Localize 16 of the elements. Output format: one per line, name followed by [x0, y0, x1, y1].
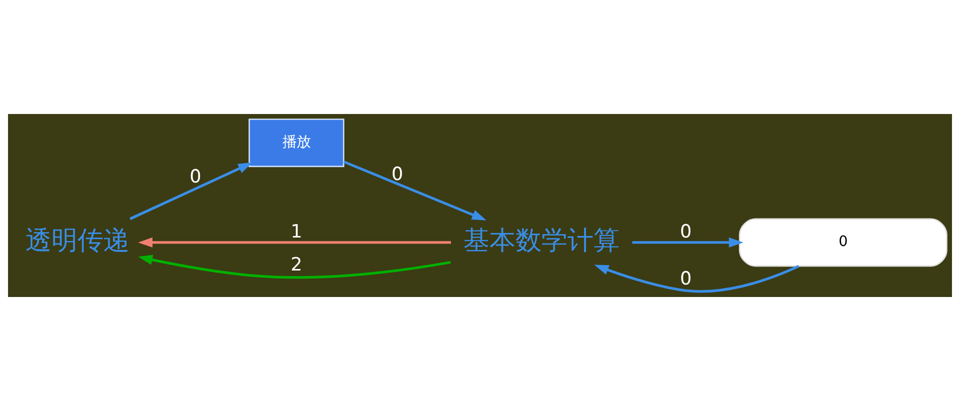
- arrow: [632, 236, 744, 248]
- edge-label: 0: [680, 221, 692, 242]
- edge-label: 1: [290, 221, 302, 242]
- arrow: [138, 254, 451, 278]
- node-text: 基本数学计算: [464, 226, 620, 256]
- edge-label: 0: [392, 163, 404, 184]
- edge-label: 2: [290, 254, 302, 275]
- edge-label: 0: [680, 268, 692, 290]
- node-box: 播放: [248, 118, 344, 167]
- arrow: [594, 264, 800, 292]
- edge-label: 0: [190, 166, 202, 187]
- arrow: [130, 162, 253, 220]
- arrow: [343, 160, 486, 220]
- arrow: [138, 236, 451, 248]
- node-box: 0: [738, 218, 948, 266]
- node-text: 透明传递: [26, 226, 130, 256]
